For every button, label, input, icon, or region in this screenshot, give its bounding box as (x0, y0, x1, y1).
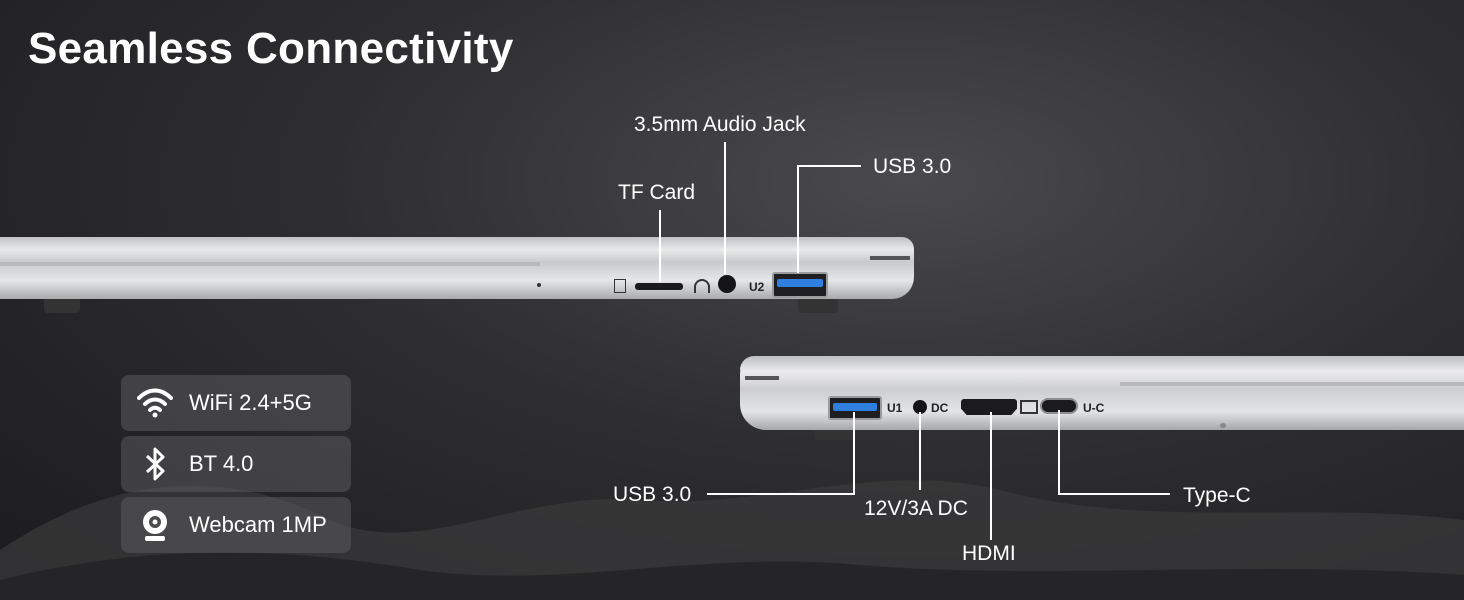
feature-label: WiFi 2.4+5G (189, 390, 312, 415)
rubber-foot (814, 430, 854, 440)
tf-card-label: TF Card (618, 181, 696, 204)
laptop-lid-edge (0, 237, 914, 249)
port-mark-u1: U1 (887, 401, 903, 415)
callout-line (853, 412, 855, 495)
dc-power-port (913, 400, 927, 414)
callout-line (797, 165, 861, 167)
headphone-icon (694, 279, 710, 293)
callout-line (919, 412, 921, 490)
usb-3-port-top (772, 272, 828, 298)
port-mark-uc: U-C (1083, 401, 1105, 415)
usb-top-label: USB 3.0 (873, 155, 952, 178)
audio-jack-port (718, 275, 736, 293)
port-mark-dc: DC (931, 401, 949, 415)
callout-line (659, 210, 661, 282)
hdmi-label: HDMI (962, 542, 1016, 565)
laptop-lid-edge (740, 356, 1464, 370)
rubber-foot (798, 299, 838, 313)
port-mark-u2: U2 (749, 280, 765, 294)
desert-dunes-background (0, 480, 1464, 600)
indicator-light (1220, 423, 1226, 428)
feature-wifi: WiFi 2.4+5G (121, 375, 351, 431)
dc-label: 12V/3A DC (864, 497, 968, 520)
usb-bottom-label: USB 3.0 (613, 483, 692, 506)
laptop-seam-line (0, 262, 540, 266)
rubber-foot (44, 299, 80, 313)
monitor-icon (1020, 400, 1038, 414)
callout-line (1058, 410, 1060, 495)
callout-line (797, 165, 799, 273)
hinge-mark (870, 256, 910, 260)
callout-line (707, 493, 855, 495)
sd-card-icon (614, 279, 626, 293)
bluetooth-icon (135, 444, 175, 484)
callout-line (990, 412, 992, 540)
type-c-label: Type-C (1183, 484, 1251, 507)
feature-bluetooth: BT 4.0 (121, 436, 351, 492)
callout-line (1058, 493, 1170, 495)
webcam-icon (135, 505, 175, 545)
hinge-mark (745, 376, 779, 380)
feature-label: BT 4.0 (189, 451, 254, 476)
feature-webcam: Webcam 1MP (121, 497, 351, 553)
laptop-seam-line (1120, 382, 1464, 386)
feature-label: Webcam 1MP (189, 512, 327, 537)
callout-line (724, 142, 726, 274)
audio-jack-label: 3.5mm Audio Jack (634, 113, 806, 136)
page-title: Seamless Connectivity (28, 24, 514, 73)
wifi-icon (135, 383, 175, 423)
indicator-light (537, 283, 541, 287)
usb-3-port-bottom (828, 396, 882, 420)
tf-card-slot (635, 283, 683, 290)
hdmi-port (961, 399, 1017, 415)
